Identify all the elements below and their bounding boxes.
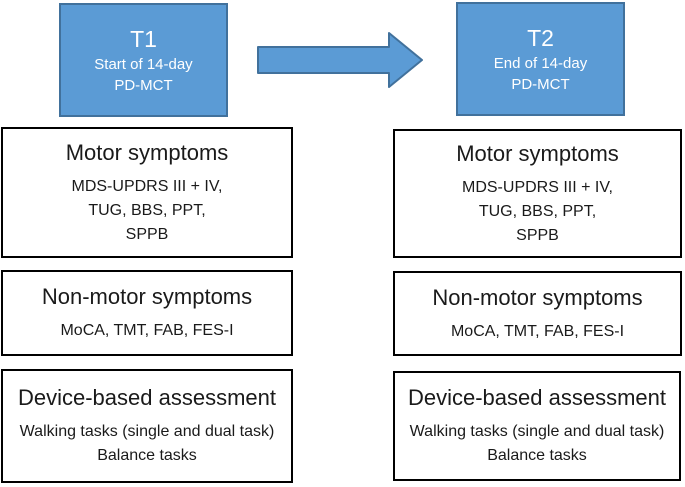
timepoint-t2-label: T2 bbox=[527, 25, 554, 51]
box-line: MoCA, TMT, FAB, FES-I bbox=[60, 322, 234, 339]
box-title: Non-motor symptoms bbox=[432, 284, 643, 310]
box-line: TUG, BBS, PPT, bbox=[88, 201, 206, 219]
timepoint-box-t1: T1 Start of 14-day PD-MCT bbox=[59, 3, 228, 117]
box-line: MDS-UPDRS III + IV, bbox=[71, 177, 223, 195]
box-line: Walking tasks (single and dual task) bbox=[19, 423, 275, 440]
timepoint-t1-subtitle-line1: Start of 14-day bbox=[94, 56, 193, 73]
timepoint-t1-label: T1 bbox=[130, 26, 157, 52]
timepoint-box-t2: T2 End of 14-day PD-MCT bbox=[456, 2, 625, 116]
box-line: Balance tasks bbox=[487, 447, 587, 464]
box-line: SPPB bbox=[516, 226, 559, 244]
box-title: Device-based assessment bbox=[17, 385, 276, 410]
box-line: Balance tasks bbox=[97, 447, 197, 464]
box-title: Motor symptoms bbox=[456, 140, 619, 166]
box-line: SPPB bbox=[125, 225, 169, 243]
box-title: Motor symptoms bbox=[65, 139, 229, 165]
t1-motor-symptoms-box: Motor symptoms MDS-UPDRS III + IV, TUG, … bbox=[1, 127, 293, 258]
t1-non-motor-symptoms-box: Non-motor symptoms MoCA, TMT, FAB, FES-I bbox=[1, 270, 293, 356]
t2-device-based-assessment-box: Device-based assessment Walking tasks (s… bbox=[393, 371, 681, 481]
t1-device-based-assessment-box: Device-based assessment Walking tasks (s… bbox=[1, 369, 293, 483]
box-title: Device-based assessment bbox=[407, 385, 666, 410]
t2-motor-symptoms-box: Motor symptoms MDS-UPDRS III + IV, TUG, … bbox=[393, 129, 682, 258]
box-line: MoCA, TMT, FAB, FES-I bbox=[450, 322, 625, 340]
timepoint-t2-subtitle-line1: End of 14-day bbox=[493, 55, 588, 72]
box-line: Walking tasks (single and dual task) bbox=[409, 423, 665, 440]
box-line: TUG, BBS, PPT, bbox=[478, 202, 597, 220]
box-line: MDS-UPDRS III + IV, bbox=[462, 178, 613, 196]
right-arrow-icon bbox=[257, 31, 424, 89]
timepoint-t1-subtitle-line2: PD-MCT bbox=[114, 77, 173, 94]
timepoint-t2-subtitle-line2: PD-MCT bbox=[511, 76, 570, 93]
t2-non-motor-symptoms-box: Non-motor symptoms MoCA, TMT, FAB, FES-I bbox=[393, 271, 682, 356]
box-title: Non-motor symptoms bbox=[41, 284, 253, 309]
